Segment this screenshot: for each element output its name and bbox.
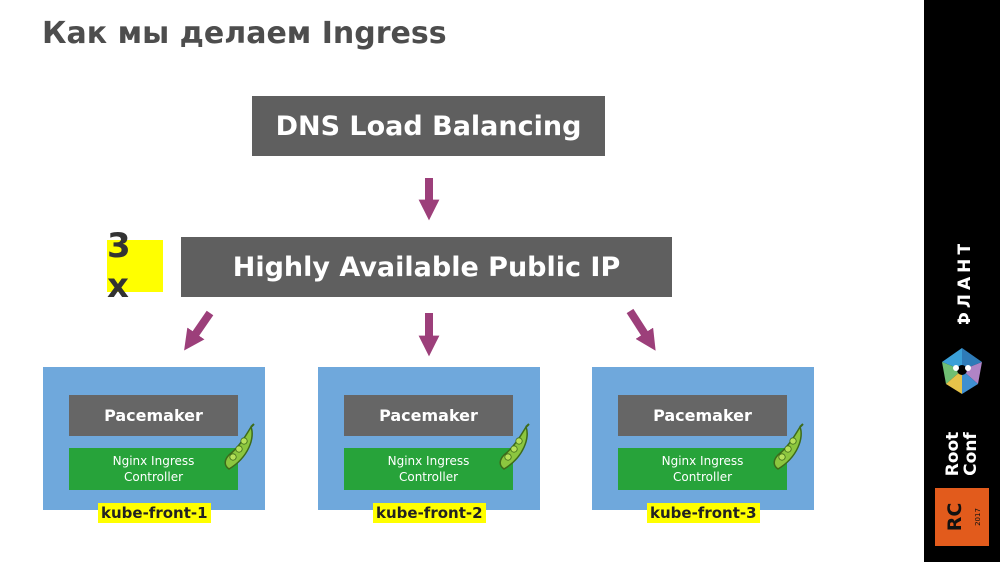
nginx-label-line2: Controller xyxy=(398,470,459,484)
diagonal-arrow-icon xyxy=(184,310,214,351)
rc-year: 2017 xyxy=(974,508,982,526)
node-kube-front-1: Pacemaker Nginx Ingress Controller kube-… xyxy=(43,367,265,523)
public-ip-box: Highly Available Public IP xyxy=(181,237,672,297)
rc-badge: RC 2017 xyxy=(935,488,989,546)
nginx-label-line2: Controller xyxy=(123,470,184,484)
sponsor-sidebar: ФЛАНТ Root Conf RC 2017 xyxy=(924,0,1000,562)
pea-pod-icon xyxy=(224,423,255,470)
pacemaker-box: Pacemaker xyxy=(69,395,238,436)
pea-pod-icon xyxy=(499,423,530,470)
rc-text: RC xyxy=(944,503,966,532)
slide-title: Как мы делаем Ingress xyxy=(42,16,447,51)
diagonal-arrow-icon xyxy=(626,308,656,351)
flant-text: ФЛАНТ xyxy=(955,244,975,324)
flant-wordmark: ФЛАНТ xyxy=(955,244,975,324)
nginx-ingress-box: Nginx Ingress Controller xyxy=(344,448,513,490)
flant-logo-icon xyxy=(942,348,982,394)
nginx-label-line1: Nginx Ingress xyxy=(387,454,470,468)
rootconf-line2: Conf xyxy=(961,432,981,476)
pacemaker-box: Pacemaker xyxy=(618,395,787,436)
node-label: kube-front-3 xyxy=(647,503,760,523)
rc-badge-text: RC 2017 xyxy=(944,503,982,532)
node-label: kube-front-1 xyxy=(98,503,211,523)
nginx-label-line2: Controller xyxy=(672,470,733,484)
arrows-layer xyxy=(184,178,656,357)
nginx-label-line1: Nginx Ingress xyxy=(661,454,744,468)
pacemaker-box: Pacemaker xyxy=(344,395,513,436)
rootconf-line1: Root xyxy=(943,432,963,477)
nginx-ingress-box: Nginx Ingress Controller xyxy=(618,448,787,490)
pea-pod-icon xyxy=(773,423,804,470)
rootconf-logo-icon: Root Conf xyxy=(943,432,981,477)
nginx-ingress-box: Nginx Ingress Controller xyxy=(69,448,238,490)
node-kube-front-3: Pacemaker Nginx Ingress Controller kube-… xyxy=(592,367,814,523)
node-label: kube-front-2 xyxy=(373,503,486,523)
nginx-label-line1: Nginx Ingress xyxy=(112,454,195,468)
dns-load-balancing-box: DNS Load Balancing xyxy=(252,96,605,156)
node-kube-front-2: Pacemaker Nginx Ingress Controller kube-… xyxy=(318,367,540,523)
